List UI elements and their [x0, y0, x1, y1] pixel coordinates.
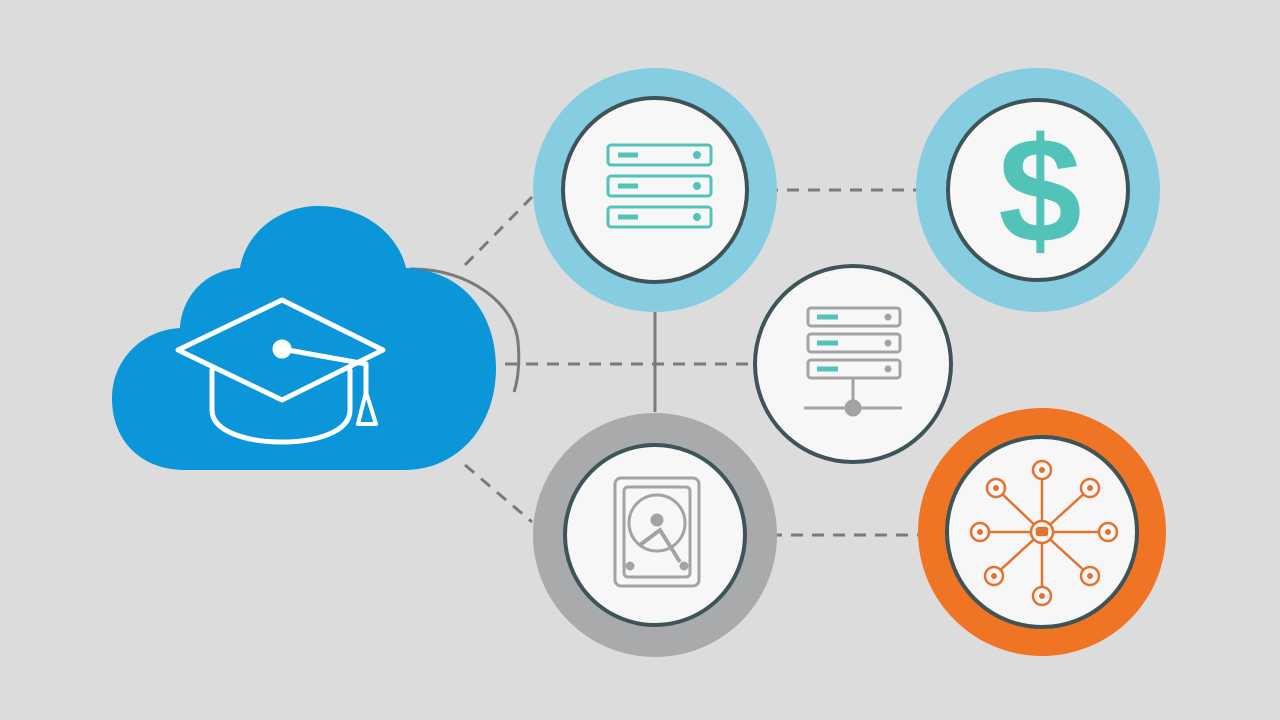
cost-node-disc — [946, 98, 1130, 282]
hard-drive-icon — [613, 476, 701, 588]
storage-node — [533, 413, 777, 657]
connector-cloud-to-top-server — [463, 195, 534, 267]
cost-node: $ — [916, 68, 1160, 312]
graduation-cap-icon — [175, 297, 386, 445]
connector-cloud-to-drive — [464, 463, 533, 524]
network-hub-icon — [969, 459, 1119, 607]
network-node — [918, 408, 1166, 656]
network-server-node — [753, 264, 953, 464]
cloud-shape — [112, 206, 496, 470]
server-node-disc — [561, 96, 749, 284]
cloud-node — [112, 206, 496, 470]
network-server-node-disc — [753, 264, 953, 464]
server-node — [533, 68, 777, 312]
server-rack-icon — [606, 143, 713, 229]
cloud-arc — [409, 267, 521, 393]
dollar-sign-icon: $ — [998, 106, 1081, 274]
network-server-icon — [804, 306, 902, 417]
connectors — [409, 188, 918, 537]
